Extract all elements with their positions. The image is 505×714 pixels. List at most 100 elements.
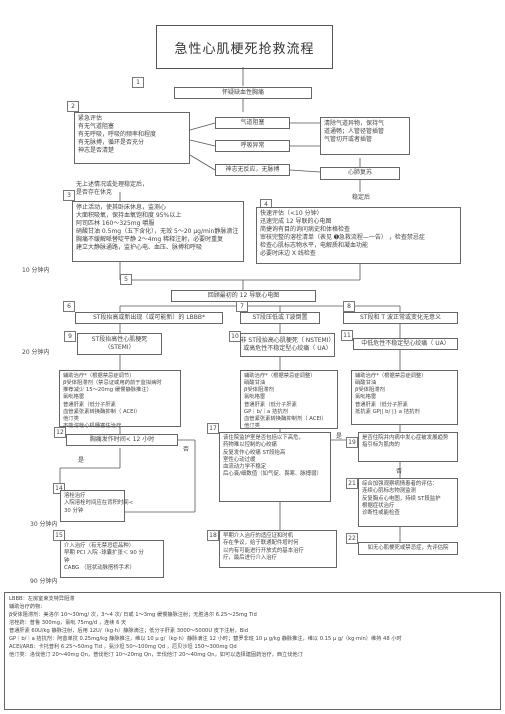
admit-ward-box: 是否住院并内病中发心症被发展趋势 指引标为肌肉的 [358, 432, 458, 462]
box-line: 道通畅；人管径管插管 [324, 128, 385, 136]
step-number: 17 [207, 423, 219, 434]
box-line: 反复胸点心电图，持续 ST段监护 [362, 495, 441, 502]
shock-question-line: 是否存在休克 [76, 189, 113, 196]
airway-management-box: 清除气道异物，保持气 道通畅；人管径管插管 气管切开或者插管 [320, 117, 410, 155]
box-line: 室性心动过缓 [223, 456, 256, 463]
time-label-20min: 20 分钟内 [22, 349, 50, 356]
nstemi-adjunct-therapy-box: 辅助治疗*（根据禁忌症调整） 硝酸甘油 β受体阻滞剂 氯吡格雷 普通肝素（低分子… [240, 370, 338, 429]
box-line: 血管紧张素转换酶抑制剂（ ACEI） [244, 415, 327, 422]
box-line: 普通肝素（低分子肝素 [63, 401, 116, 408]
box-line: 不能溶栓心机梗塞住治疗 [63, 422, 122, 429]
box-line: 他汀类 [63, 415, 79, 422]
box-line: 胸痛不缓解哌替啶平静 2～4mg 稀释注射，必要时重复 [76, 236, 224, 244]
box-line: 有无气道阻塞 [78, 123, 115, 131]
step-number: 3 [63, 190, 75, 201]
low-risk-ua-box: 中低危性不稳定型心绞痛（ UA） [353, 338, 458, 350]
box-line: 反复发作心绞痛 ST段抬高 [223, 449, 286, 456]
suspected-ischemic-chest-pain-box: 怀疑缺血性胸痛 [174, 87, 312, 99]
box-line: 检查心肌标志物水平，电解质和凝血功能 [260, 242, 369, 250]
box-line: 早期介入治疗的适应证和时机 [223, 533, 294, 539]
step-number: 9 [64, 331, 76, 342]
yes-label: 是 [336, 433, 343, 440]
box-line: 硝酸甘油 [244, 380, 266, 387]
discharge-box: 如无心肌梗死或禁忌症，先评估院 [358, 542, 458, 555]
box-line: 阿司匹林 160～325mg 嚼服 [76, 220, 155, 228]
step-number: 18 [207, 530, 219, 541]
box-line: 30 分钟 [64, 507, 84, 514]
step-number: 2 [67, 101, 79, 112]
box-line: CABG （冠状动脉搭桥手术） [64, 564, 135, 571]
box-line: 非 ST段抬高心肌梗死（ NSTEMI） [240, 336, 335, 344]
shock-question-line: 无上述情况或处理稳定后， [76, 181, 149, 188]
box-line: 后心衰/细数值（如气促、畏寒、脉搏弱） [223, 471, 322, 478]
box-line: 硝酸甘油 [355, 380, 377, 387]
step-number: 7 [236, 301, 248, 312]
step-number: 8 [343, 301, 355, 312]
box-line: 紧急评估 [78, 115, 103, 122]
no-label: 否 [396, 468, 403, 475]
box-line: 迅速完成 12 导联的心电图 [260, 218, 332, 226]
box-line: β受体阻滞剂 [244, 387, 274, 394]
step-number: 22 [346, 533, 358, 544]
box-line: 早期 PCI 入院 -球囊扩张＜ 90 分 [64, 550, 144, 557]
box-line: 辅助治疗*（根据禁忌症调整） [244, 373, 316, 379]
st-normal-box: ST段和 T 波正常或变化无意义 [343, 312, 458, 324]
step-number: 14 [53, 483, 65, 494]
step-number: 5 [120, 274, 132, 285]
box-line: 存在争议，给于联通配件增时何 [223, 540, 299, 547]
note-line: 辅助治疗药物： [9, 604, 46, 611]
airway-obstruction-box: 气道阻塞 [215, 117, 290, 129]
observation-assessment-box: 综合加强观察病情患者的评估： 连续心肌标志物测监测 反复胸点心电图，持续 ST段… [358, 478, 458, 527]
box-line: 辅助治疗*（根据禁忌症调节） [63, 373, 135, 379]
time-label-30min: 30 分钟内 [30, 521, 58, 528]
box-line: 普通肝素（低分子肝素 [355, 401, 408, 408]
box-line: 辅助治疗*（根据禁忌症调整） [355, 373, 427, 379]
breathing-abnormal-box: 呼吸异常 [215, 140, 290, 152]
box-line: 疗，最后进行介入治疗 [223, 554, 277, 561]
note-line: 普通肝素 60U/kg 静脉注射，后用 12U/（kg·h）静脉滴注；低分子肝素… [9, 628, 248, 635]
box-line: β受体阻滞剂 [355, 387, 385, 394]
box-line: 药物难以控制的心绞痛 [223, 442, 277, 449]
box-line: 神志是否清楚 [78, 147, 115, 155]
box-line: 普通肝素（低分子肝素 [244, 401, 297, 408]
box-line: 抵抗素 GP|| b/ |} a 拮抗剂 [355, 408, 420, 415]
box-line: 停止活动，使其卧床休息，监测心 [76, 204, 167, 211]
box-line: 或高危性不稳定型心绞痛（ UA） [243, 345, 332, 352]
ua-adjunct-therapy-box: 辅助治疗*（根据禁忌症调整） 硝酸甘油 β受体阻滞剂 氯吡格雷 普通肝素（低分子… [351, 370, 458, 425]
box-line: 简捷询有目的询问病史和体格检查 [260, 226, 351, 234]
box-line: 血管紧张素转换酶抑制（ ACEI） [63, 408, 141, 415]
box-line: 大面积吸氧，保持血氧饱和度 95%以上 [76, 212, 182, 220]
cpr-box: 心肺复苏 [320, 167, 400, 180]
box-line: 有无脉搏，循环是否充分 [78, 139, 145, 147]
nstemi-box: 非 ST段抬高心肌梗死（ NSTEMI） 或高危性不稳定型心绞痛（ UA） [240, 333, 335, 357]
note-line: β受体阻滞剂：美洛尔 10～30mg/ 次，3～4 次/ 日或 1～3mg 缓慢… [9, 612, 257, 619]
step-number: 15 [53, 530, 65, 541]
yes-label: 是 [78, 457, 85, 464]
emergency-assessment-box: 紧急评估 有无气道阻塞 有无呼吸，呼吸的频率和程度 有无脉搏，循环是否充分 神志… [74, 112, 190, 164]
note-line: ACEI/ARB：卡托普利 6.25～50mg Tid ，氨沙坦 50～100m… [9, 644, 237, 651]
box-line: 气管切开或者插管 [324, 136, 373, 144]
high-risk-criteria-box: 该住院监护室是否包括以下高危， 药物难以控制的心绞痛 反复发作心绞痛 ST段抬高… [219, 432, 331, 502]
early-intervention-box: 早期介入治疗的适应证和时机 存在争议，给于联通配件增时何 以内有可能进行开放式的… [219, 530, 337, 568]
box-line: 审核完整的溶栓清单（表见 ➊急救流程—一告） ，检查禁忌症 [260, 234, 425, 242]
box-line: 以内有可能进行开放式的基本治疗 [223, 547, 304, 554]
rapid-assessment-box: 快速评估（<10 分钟） 迅速完成 12 导联的心电图 简捷询有目的询问病史和体… [256, 207, 461, 264]
box-line: 连续心肌标志物测监测 [362, 488, 416, 495]
note-line: LBBB：左房室束支特异阻滞 [9, 596, 75, 602]
box-line: 诊断性或能检查 [362, 510, 400, 517]
note-line: 他汀类：洛伐他汀 20～40mg Qn，普伐他汀 10～20mg Qn，辛伐他汀… [9, 652, 303, 659]
box-line: 是否住院并内病中发心症被发展趋势 [362, 435, 449, 441]
st-depression-box: ST段压低或 T波倒置 [240, 312, 320, 324]
box-line: 溶栓治疗 [64, 493, 86, 499]
box-line: 有无呼吸，呼吸的频率和程度 [78, 131, 157, 139]
box-line: 清除气道异物，保持气 [324, 120, 385, 127]
st-elevation-box: ST段抬高或新出现（或可能新）的 LBBB* [75, 312, 223, 324]
box-line: 钟 [64, 557, 70, 564]
box-line: 他汀类 [244, 422, 260, 429]
stemi-box: ST段抬高性心肌梗死 （STEMI） [77, 333, 162, 355]
box-line: β受体阻滞剂（禁忌证或用药前于监拟病时 [63, 380, 162, 387]
note-line: 溶栓药：普鲁 300mg，氯吡 75mg/d ，连续 6 天 [9, 620, 127, 627]
box-line: 介入治疗（有无禁忌症品种） [64, 543, 135, 549]
box-line: 推荐减少 15～20mg 缓慢静脉推注） [63, 387, 152, 394]
